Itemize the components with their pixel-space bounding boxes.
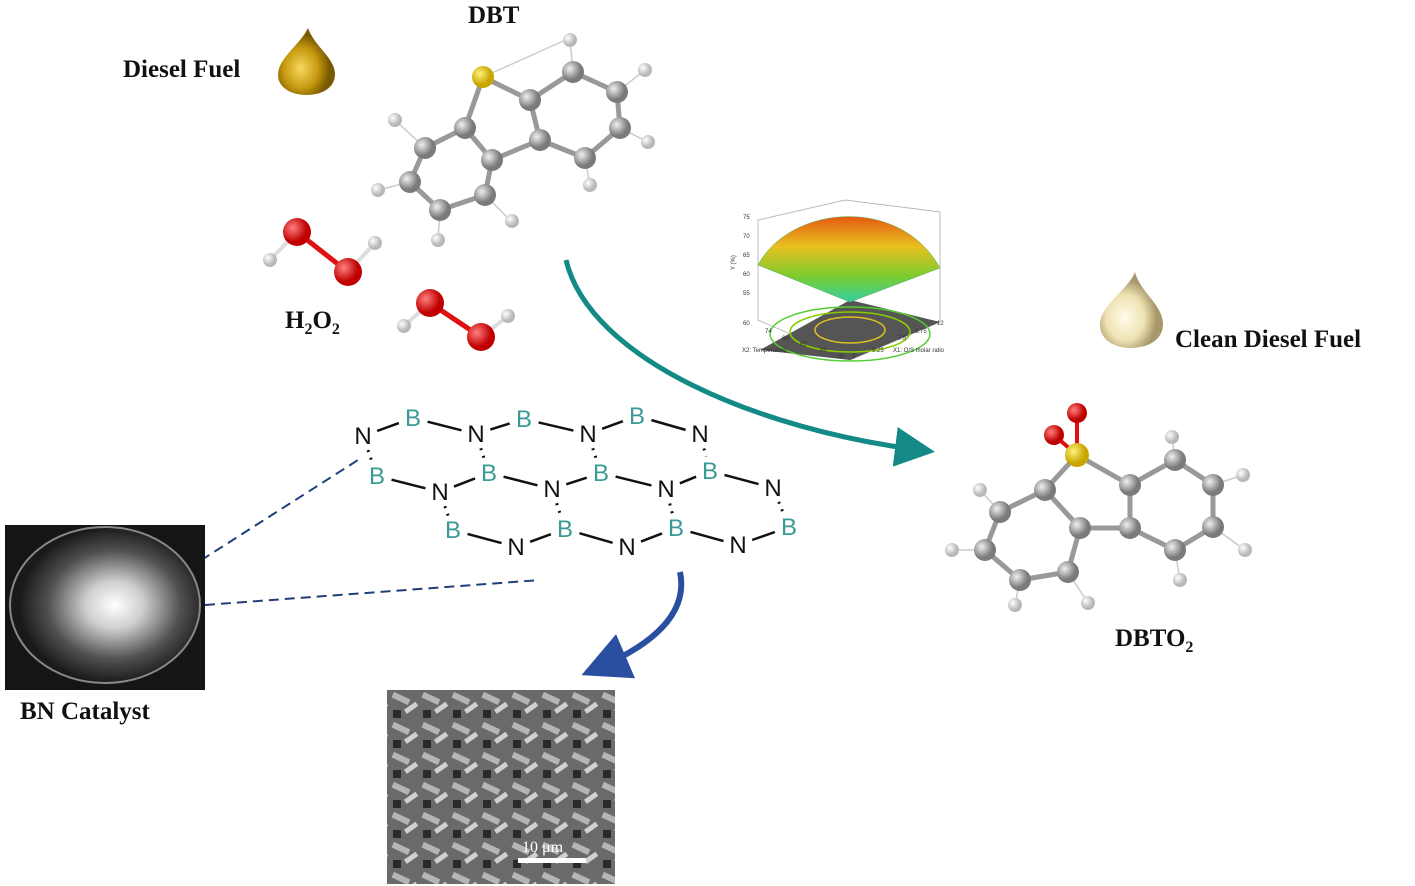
nitrogen-atom: N <box>729 532 746 559</box>
bn-bond <box>777 501 785 514</box>
bn-bond <box>467 532 502 545</box>
h2o2-sub: 2 <box>331 321 340 338</box>
h2o2-o: O <box>312 307 332 334</box>
diesel-fuel-label: Diesel Fuel <box>123 56 241 83</box>
bn-bond <box>651 418 686 432</box>
bn-bond <box>529 532 552 544</box>
h2o2-molecule <box>263 218 382 286</box>
bn-catalyst-photo <box>5 525 205 690</box>
bn-bond <box>503 475 538 487</box>
bn-bond <box>751 530 776 542</box>
nitrogen-atom: N <box>507 534 524 561</box>
nitrogen-atom: N <box>691 421 708 448</box>
bn-bond <box>615 475 652 487</box>
x1-label: X1: O/S molar ratio <box>893 348 945 354</box>
boron-atom: B <box>445 517 461 544</box>
x1-tick: 5.25 <box>872 348 884 354</box>
boron-atom: B <box>369 463 385 490</box>
x1-tick: 9.75 <box>915 329 927 335</box>
x1-tick: 12 <box>937 321 944 327</box>
nitrogen-atom: N <box>764 475 781 502</box>
bn-bond <box>538 421 574 432</box>
boron-atom: B <box>702 458 718 485</box>
bn-bond <box>591 447 598 460</box>
boron-atom: B <box>557 516 573 543</box>
z-tick: 65 <box>743 253 750 259</box>
clean-diesel-fuel-label: Clean Diesel Fuel <box>1175 326 1362 353</box>
x2-tick: 60 <box>743 321 750 327</box>
nitrogen-atom: N <box>618 534 635 561</box>
h2o2-sub: 2 <box>304 321 313 338</box>
bn-bond <box>565 476 588 486</box>
bn-bond <box>724 473 759 486</box>
bn-bond <box>690 530 724 543</box>
x1-tick: 7.5 <box>898 336 907 342</box>
x2-tick: 68 <box>782 336 789 342</box>
bn-bond <box>601 419 624 431</box>
x2-tick: 62 <box>800 342 807 348</box>
bn-bond <box>668 503 674 514</box>
dbt-molecule <box>371 33 655 247</box>
bn-bond <box>640 532 663 543</box>
boron-atom: B <box>481 460 497 487</box>
nitrogen-atom: N <box>354 423 371 450</box>
nitrogen-atom: N <box>467 421 484 448</box>
boron-atom: B <box>629 403 645 430</box>
bn-bond <box>679 475 697 485</box>
clean-diesel-drop-icon <box>1100 272 1163 348</box>
bn-bond <box>479 447 486 460</box>
bn-catalyst-label: BN Catalyst <box>20 698 150 725</box>
reaction-arrow <box>563 259 935 467</box>
h2o2-molecule <box>397 289 515 351</box>
x2-tick: 74 <box>765 329 772 335</box>
sem-image: 10 μm <box>387 690 615 884</box>
bn-bond <box>443 505 450 517</box>
scale-bar-label: 10 μm <box>522 839 564 856</box>
dbto2-sub: 2 <box>1185 639 1194 656</box>
dbto2-label: DBTO2 <box>1115 625 1193 657</box>
z-tick: 55 <box>743 291 750 297</box>
z-label: Y (%) <box>731 255 737 270</box>
dbt-label: DBT <box>468 2 520 29</box>
z-tick: 60 <box>743 272 750 278</box>
bn-bond <box>579 531 613 545</box>
dbto2-molecule <box>945 403 1252 612</box>
nitrogen-atom: N <box>431 479 448 506</box>
boron-atom: B <box>516 406 532 433</box>
sem-arrow <box>581 571 685 679</box>
nitrogen-atom: N <box>543 476 560 503</box>
x2-tick: 86 <box>820 348 827 354</box>
boron-atom: B <box>668 515 684 542</box>
bn-bond <box>489 422 511 431</box>
x2-tick: 90 <box>838 354 845 360</box>
bn-bond <box>453 477 476 488</box>
bn-bond <box>427 420 462 432</box>
bn-bond <box>376 421 400 433</box>
response-surface-plot: 75 70 65 60 55 Y (%) 60 74 68 62 86 90 X… <box>731 199 945 362</box>
bn-bond <box>366 449 374 463</box>
boron-atom: B <box>405 405 421 432</box>
h2o2-h: H <box>285 307 305 334</box>
nitrogen-atom: N <box>657 476 674 503</box>
bn-bond <box>391 478 426 490</box>
zoom-dashed-line <box>204 579 541 606</box>
z-tick: 75 <box>743 215 750 221</box>
bn-bond <box>702 448 708 457</box>
dbto2-main: DBTO <box>1115 625 1186 652</box>
bn-bond <box>555 502 562 516</box>
h2o2-label: H2O2 <box>285 307 340 339</box>
boron-atom: B <box>593 460 609 487</box>
z-tick: 70 <box>743 234 750 240</box>
x2-label: X2: Temperature <box>742 348 787 354</box>
boron-atom: B <box>781 514 797 541</box>
diesel-drop-icon <box>278 28 335 95</box>
x1-tick: 3 <box>852 354 856 360</box>
nitrogen-atom: N <box>579 421 596 448</box>
